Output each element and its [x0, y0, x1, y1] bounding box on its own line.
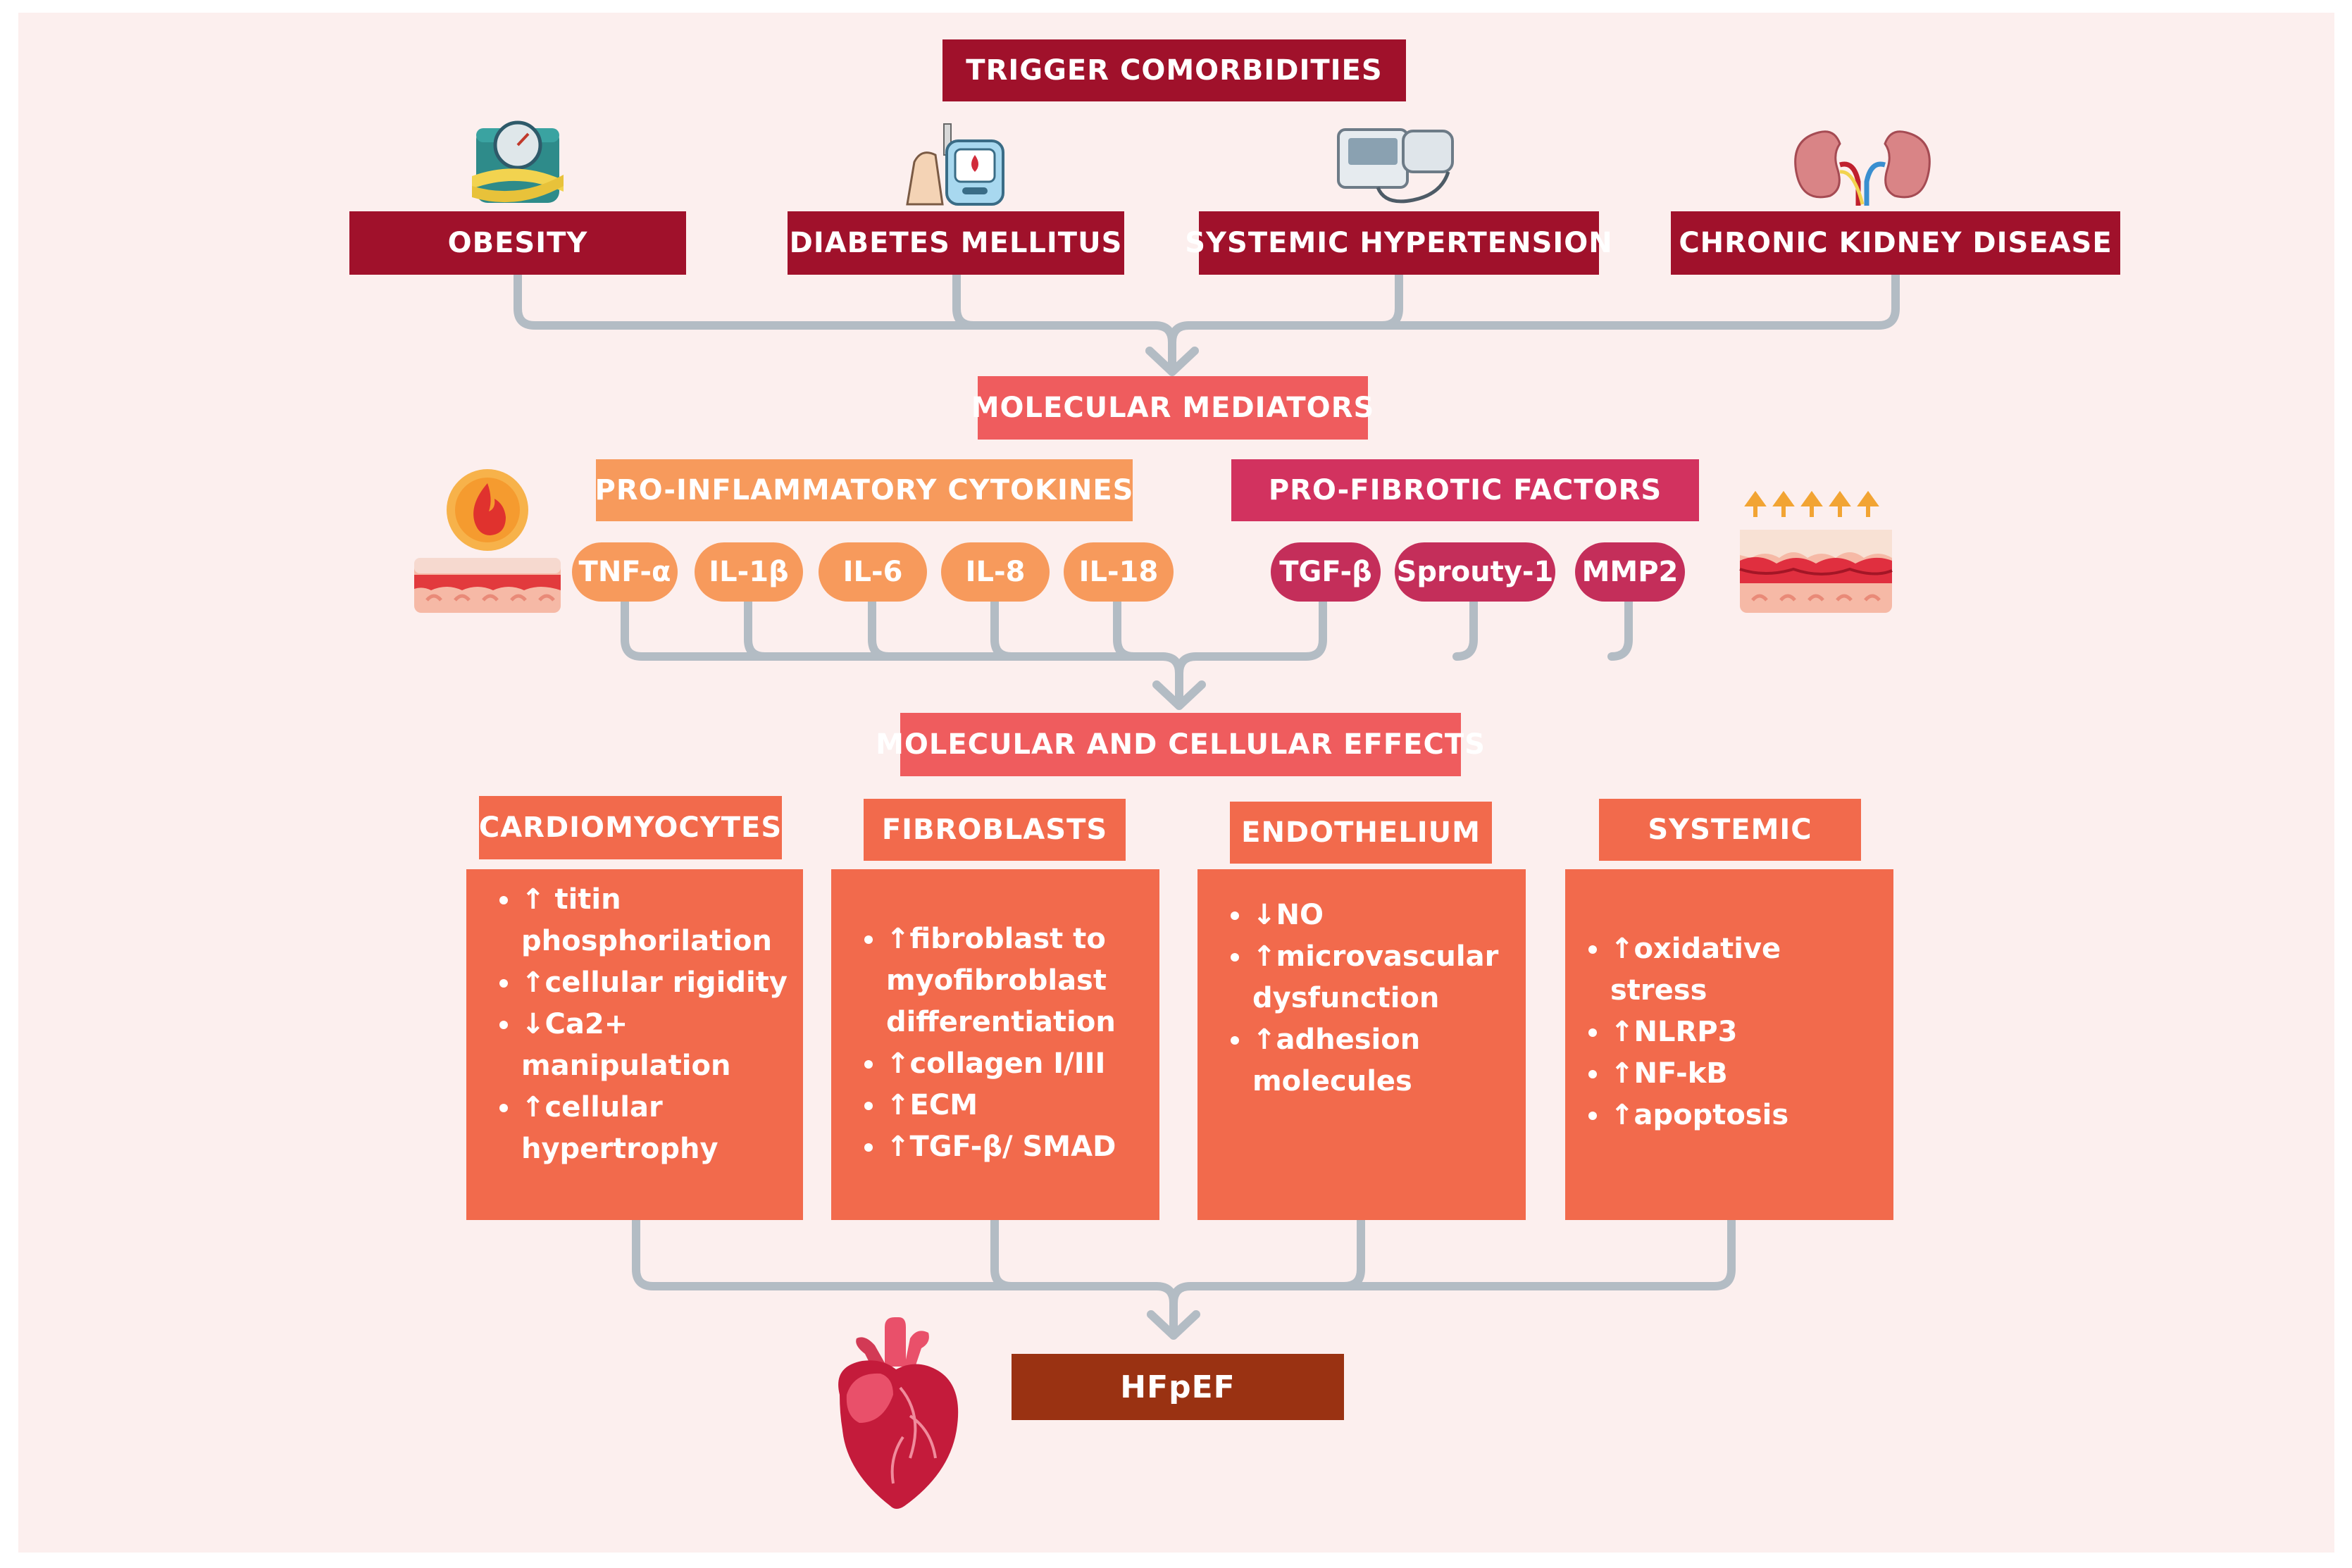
- connector-endothelium: [1340, 1216, 1365, 1290]
- list-item: ↑apoptosis: [1610, 1095, 1886, 1136]
- list-item: ↑NLRP3: [1610, 1012, 1886, 1053]
- connector-il1b: [744, 596, 769, 661]
- factor-tgf-beta: TGF-β: [1271, 542, 1381, 602]
- fibrotic-tissue-icon: [1739, 490, 1893, 613]
- connector-hypertension: [1185, 270, 1403, 330]
- list-item: ↑microvascular dysfunction: [1252, 936, 1519, 1019]
- connector-obesity: [514, 270, 1176, 371]
- comorbidity-obesity: OBESITY: [349, 211, 686, 275]
- systemic-box: ↑oxidative stress ↑NLRP3 ↑NF-kB ↑apoptos…: [1565, 869, 1893, 1220]
- list-item: ↑fibroblast to myofibroblast differentia…: [886, 919, 1152, 1043]
- list-item: ↑ titin phosphorilation: [521, 879, 796, 962]
- heart-icon: [838, 1317, 959, 1509]
- cytokine-il-6: IL-6: [819, 542, 927, 602]
- glucometer-icon: [906, 123, 1004, 206]
- connector-ckd: [1168, 270, 1900, 347]
- connector-systemic: [1169, 1216, 1736, 1307]
- blood-pressure-monitor-icon: [1337, 128, 1454, 204]
- comorbidity-diabetes: DIABETES MELLITUS: [788, 211, 1124, 275]
- arrowhead-2: [1152, 680, 1206, 710]
- arrowhead-3: [1147, 1310, 1200, 1340]
- cardiomyocytes-header: CARDIOMYOCYTES: [479, 796, 782, 859]
- list-item: ↑oxidative stress: [1610, 928, 1886, 1012]
- cardiomyocytes-box: ↑ titin phosphorilation ↑cellular rigidi…: [466, 869, 803, 1220]
- cytokine-il-18: IL-18: [1064, 542, 1174, 602]
- connector-fibroblasts: [990, 1216, 1016, 1290]
- inflamed-skin-icon: [414, 469, 561, 613]
- list-item: ↓NO: [1252, 895, 1519, 936]
- cytokine-il-1b: IL-1β: [695, 542, 803, 602]
- endothelium-box: ↓NO ↑microvascular dysfunction ↑adhesion…: [1197, 869, 1526, 1220]
- list-item: ↑adhesion molecules: [1252, 1019, 1519, 1102]
- connector-il6: [868, 596, 893, 661]
- molecular-cellular-effects-title: MOLECULAR AND CELLULAR EFFECTS: [876, 713, 1485, 776]
- comorbidity-hypertension: SYSTEMIC HYPERTENSION: [1185, 211, 1612, 275]
- list-item: ↓Ca2+ manipulation: [521, 1004, 796, 1087]
- kidneys-icon: [1794, 130, 1931, 206]
- molecular-mediators-title: MOLECULAR MEDIATORS: [971, 376, 1374, 440]
- comorbidity-ckd: CHRONIC KIDNEY DISEASE: [1671, 211, 2120, 275]
- list-item: ↑cellular rigidity: [521, 962, 796, 1004]
- connector-il8: [990, 596, 1016, 661]
- factor-sprouty-1: Sprouty-1: [1395, 542, 1555, 602]
- connector-tnf: [621, 596, 1183, 704]
- hfpef-outcome: HFpEF: [1012, 1354, 1344, 1420]
- connector-cardiomyocytes: [632, 1216, 1178, 1336]
- list-item: ↑ECM: [886, 1085, 1152, 1126]
- pro-fibrotic-header: PRO-FIBROTIC FACTORS: [1231, 459, 1699, 521]
- pro-inflammatory-header: PRO-INFLAMMATORY CYTOKINES: [595, 459, 1133, 521]
- trigger-comorbidities-title: TRIGGER COMORBIDITIES: [942, 39, 1406, 101]
- factor-mmp2: MMP2: [1575, 542, 1685, 602]
- fibroblasts-header: FIBROBLASTS: [864, 799, 1126, 861]
- list-item: ↑TGF-β/ SMAD: [886, 1126, 1152, 1168]
- connector-tgfb: [1175, 596, 1327, 678]
- cytokine-tnf-alpha: TNF-α: [572, 542, 678, 602]
- endothelium-header: ENDOTHELIUM: [1230, 802, 1492, 864]
- list-item: ↑collagen I/III: [886, 1043, 1152, 1085]
- connector-sprouty: [1452, 596, 1478, 661]
- list-item: ↑NF-kB: [1610, 1053, 1886, 1095]
- systemic-header: SYSTEMIC: [1599, 799, 1861, 861]
- connector-il18: [1113, 596, 1138, 661]
- scale-tape-icon: [472, 120, 564, 203]
- connector-diabetes: [952, 270, 1159, 330]
- cytokine-il-8: IL-8: [941, 542, 1050, 602]
- arrowhead-1: [1145, 347, 1199, 376]
- list-item: ↑cellular hypertrophy: [521, 1087, 796, 1170]
- connector-mmp2: [1607, 596, 1633, 661]
- fibroblasts-box: ↑fibroblast to myofibroblast differentia…: [831, 869, 1159, 1220]
